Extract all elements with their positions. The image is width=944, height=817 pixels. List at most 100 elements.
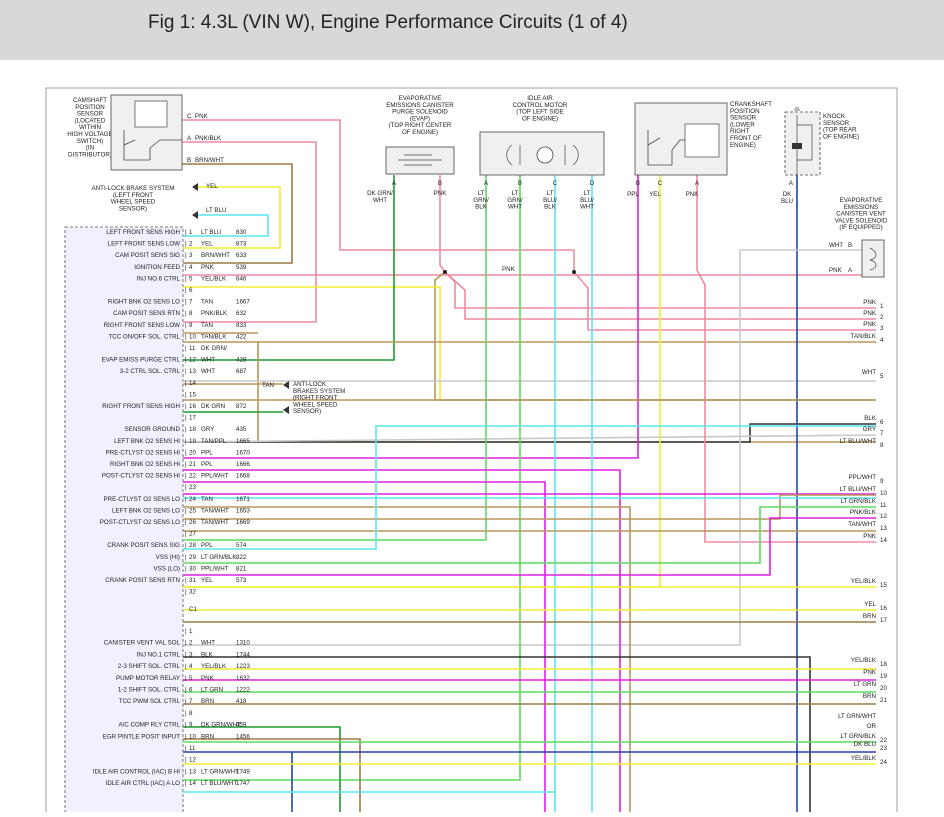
output-wire-label: LT BLU/WHT — [840, 438, 876, 445]
pcm-pin-number: 8 — [189, 710, 193, 717]
knock-sensor-box — [784, 111, 821, 176]
pcm-pin-number: 9 — [189, 322, 193, 329]
pcm-circuit-number: 428 — [236, 357, 247, 364]
abs-right-label: WHEEL SPEED — [293, 401, 338, 408]
iac-pin-B: B — [518, 180, 522, 187]
output-number: 24 — [880, 759, 887, 766]
pcm-pin-number: 29 — [189, 554, 196, 561]
pcm-pin-tick: | — [185, 275, 187, 282]
pcm-pin-tick: | — [185, 473, 187, 480]
pcm-pin-tick: | — [185, 484, 187, 491]
knock-wire-label: DK — [783, 191, 792, 198]
pcm-pin-tick: | — [185, 345, 187, 352]
pcm-wire-label: LT GRN — [201, 687, 223, 694]
crank-sensor-label: SENSOR — [730, 115, 757, 122]
pcm-pin-label: VSS (LO) — [154, 565, 180, 572]
evap-coil-symbol — [398, 154, 442, 166]
output-number: 13 — [880, 525, 887, 532]
wire-out3 — [573, 271, 876, 331]
wire-crank-ppl — [183, 175, 639, 459]
pcm-pin-tick: | — [185, 554, 187, 561]
abs-right-arrow-2 — [283, 406, 289, 414]
output-wire-label: LT GRN/WHT — [838, 713, 876, 720]
pcm-pin-label: RIGHT BNK O2 SENS HI — [110, 461, 180, 468]
connector-c1-label: C1 — [189, 606, 197, 613]
pcm-pin-number: 2 — [189, 241, 193, 248]
pcm-pin-tick: | — [185, 252, 187, 259]
pcm-pin-label: RIGHT BNK O2 SENS LO — [108, 299, 180, 306]
iac-pin-D: D — [590, 180, 595, 187]
iac-motor-label: IDLE AIR — [527, 95, 553, 102]
abs-right-label: SENSOR) — [293, 408, 321, 415]
pcm-circuit-number: 1749 — [236, 768, 250, 775]
pcm-pin-label: EVAP EMISS PURGE CTRL — [101, 357, 180, 364]
pcm-pin-number: 16 — [189, 403, 196, 410]
pcm-pin-tick: | — [185, 449, 187, 456]
iac-wire-label: BLU/ — [580, 197, 594, 204]
pcm-wire-label: DK GRN/ — [201, 345, 227, 352]
iac-pin-C: C — [553, 180, 558, 187]
vent-coil-symbol — [869, 247, 877, 271]
abs-left-arrow-1 — [192, 183, 198, 191]
pcm-wire-label: TAN/WHT — [201, 507, 229, 514]
pcm-pin-label: POST-CTLYST O2 SENS LO — [100, 519, 180, 526]
output-number: 2 — [880, 314, 884, 321]
pcm-pin-number: 27 — [189, 531, 196, 538]
pcm-circuit-number: 632 — [236, 310, 247, 317]
wire-out6 — [183, 423, 876, 443]
iac-wire-label: GRN/ — [473, 197, 489, 204]
pcm-pin-label: SENSOR GROUND — [125, 426, 181, 433]
iac-wire-label: LT — [547, 190, 554, 197]
labels-layer: CAMSHAFTPOSITIONSENSOR(LOCATEDWITHINHIGH… — [67, 95, 888, 787]
abs-right-label: ANTI-LOCK — [293, 381, 327, 388]
pcm-wire-label: LT GRN/WHT — [201, 768, 239, 775]
pcm-pin-tick: | — [185, 299, 187, 306]
pcm-pin-label: PRE-CTLYST O2 SENS LO — [104, 496, 181, 503]
pcm-pin-number: 9 — [189, 722, 193, 729]
output-number: 12 — [880, 513, 887, 520]
pcm-pin-label: PRE-CTLYST O2 SENS HI — [106, 449, 181, 456]
output-wire-label: PPL/WHT — [848, 474, 876, 481]
pcm-pin-label: INJ NO.6 CTRL — [137, 275, 181, 282]
pcm-circuit-number: 574 — [236, 542, 247, 549]
pcm-pin-label: LEFT BNK O2 SENS LO — [112, 507, 180, 514]
pcm-pin-number: 4 — [189, 663, 193, 670]
pcm-pin-label: LEFT BNK O2 SENS HI — [114, 438, 180, 445]
output-number: 9 — [880, 478, 884, 485]
camshaft-sensor-label: DISTRIBUTOR) — [68, 151, 112, 158]
pcm-pin-tick: | — [185, 589, 187, 596]
pcm-circuit-number: 539 — [236, 264, 247, 271]
pcm-pin-number: 7 — [189, 698, 193, 705]
pcm-pin-number: 10 — [189, 733, 196, 740]
crank-wire-label: YEL — [649, 191, 661, 198]
pcm-pin-tick: | — [185, 663, 187, 670]
pcm-wire-label: TAN/PPL — [201, 438, 227, 445]
pcm-pin-number: 18 — [189, 426, 196, 433]
output-number: 23 — [880, 745, 887, 752]
camshaft-sensor-label: POSITION — [75, 104, 105, 111]
pcm-circuit-number: 822 — [236, 554, 247, 561]
vent-solenoid-label: (IF EQUIPPED) — [839, 224, 882, 231]
crank-sensor-label: POSITION — [730, 108, 760, 115]
wire-vent-wht-down — [183, 250, 741, 646]
pcm-circuit-number: 1223 — [236, 663, 250, 670]
output-wire-label: LT GRN/BLK — [840, 733, 876, 740]
splice-left — [443, 270, 447, 274]
pcm-pin-label: RIGHT FRONT SENS HIGH — [102, 403, 180, 410]
iac-wire-label: BLK — [475, 204, 488, 211]
components-layer — [110, 94, 885, 414]
output-wire-label: LT GRN — [854, 681, 876, 688]
pcm-pin-number: 4 — [189, 264, 193, 271]
crank-sensor-label: (LOWER — [730, 121, 755, 128]
abs-right-label: BRAKES SYSTEM — [293, 388, 345, 395]
pcm-wire-label: BRN/WHT — [201, 252, 230, 259]
pcm-pin-label: CAM POSIT SENS SIG — [115, 252, 180, 259]
splice-wire-label: PNK — [502, 266, 516, 273]
camshaft-sensor-label: SENSOR — [77, 111, 104, 118]
camshaft-sensor-label: HIGH VOLTAGE — [67, 131, 113, 138]
pcm-wire-label: TAN/BLK — [201, 333, 227, 340]
abs-left-wire-ltblu: LT BLU — [206, 207, 226, 214]
wire-iac-a — [183, 175, 487, 541]
abs-left-label: WHEEL SPEED — [111, 199, 156, 206]
wire-abs-ltblu — [183, 214, 269, 237]
